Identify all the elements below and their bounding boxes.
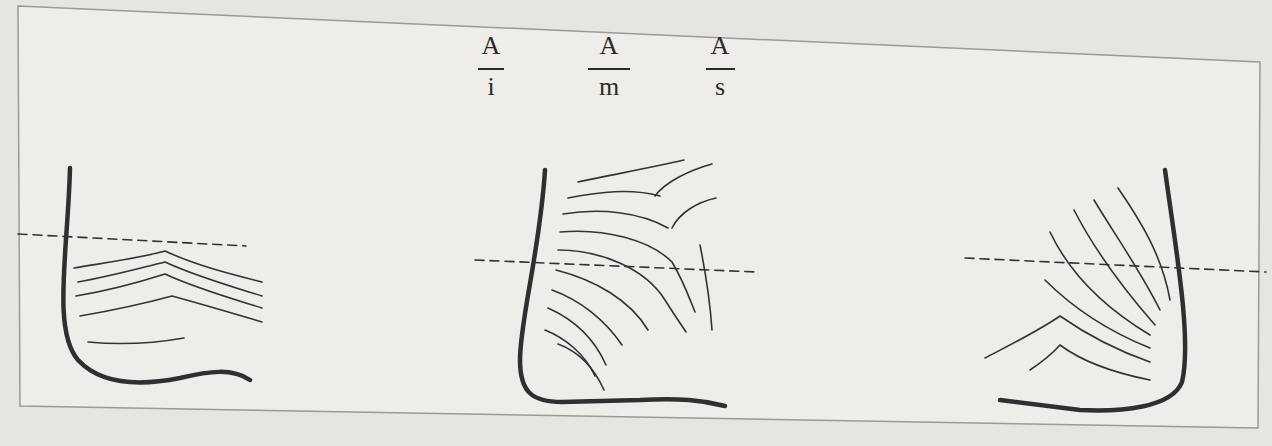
fraction-numerator: A	[482, 33, 501, 59]
fraction-numerator: A	[600, 33, 619, 59]
figure-middle	[475, 160, 756, 406]
outline-stroke	[520, 170, 725, 406]
figure-left	[18, 168, 262, 382]
dashed-line	[18, 234, 246, 246]
paper-sheet	[18, 6, 1260, 428]
fraction-denominator: i	[487, 74, 494, 100]
outline-stroke	[63, 168, 250, 382]
fraction-bars	[478, 68, 735, 70]
fraction-bar	[706, 68, 735, 70]
fraction-bar	[588, 68, 630, 70]
fraction-numerator: A	[711, 33, 730, 59]
figure-right	[965, 170, 1266, 410]
growth-lines	[985, 188, 1170, 380]
dashed-line	[965, 258, 1266, 272]
growth-lines	[545, 160, 716, 390]
fraction-denominator: m	[599, 74, 619, 100]
outline-stroke	[1000, 170, 1185, 410]
fraction-denominator: s	[715, 74, 725, 100]
fraction-bar	[478, 68, 504, 70]
growth-lines	[74, 251, 262, 344]
